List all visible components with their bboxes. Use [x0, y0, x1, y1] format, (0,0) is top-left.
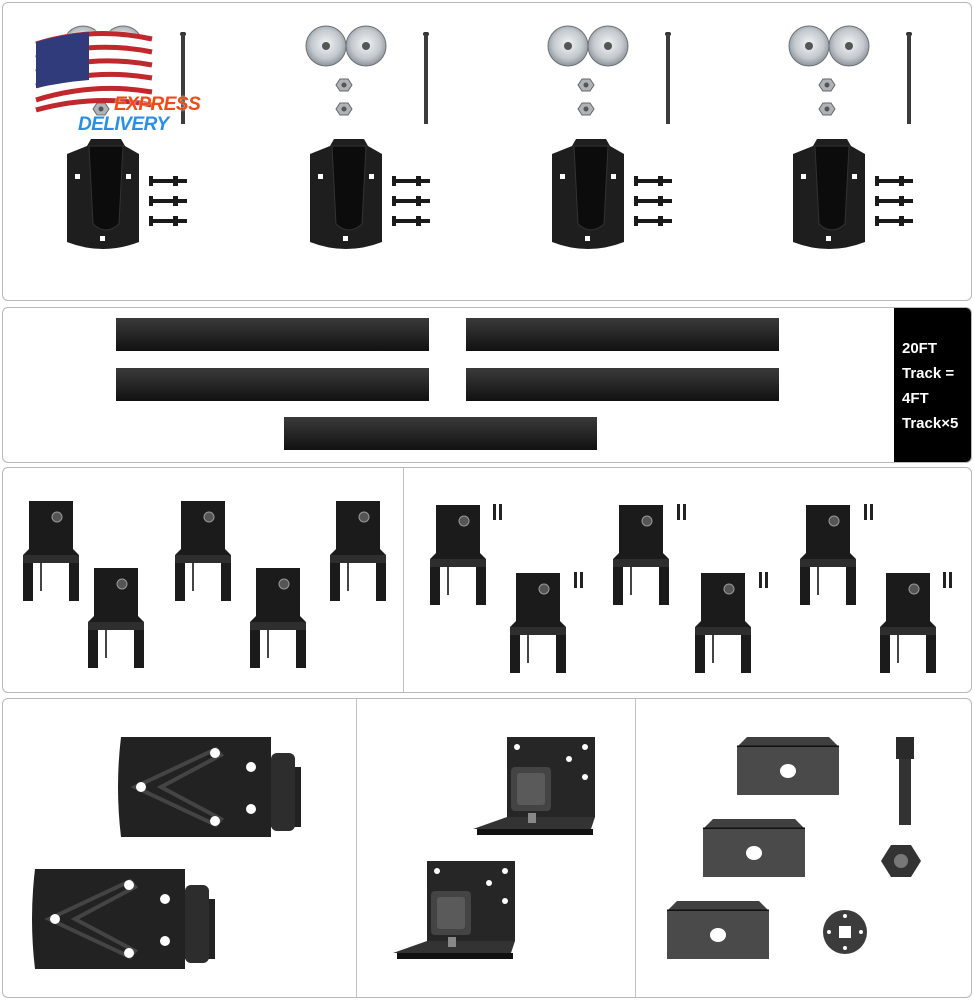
anti-jump-hinge — [30, 867, 217, 971]
screws-icon — [677, 504, 686, 520]
wall-bracket — [799, 504, 857, 606]
screws-icon — [759, 572, 768, 588]
track-section — [466, 368, 779, 401]
track-note-line: Track×5 — [902, 415, 959, 432]
express-delivery-badge: EXPRESS DELIVERY — [34, 22, 219, 137]
spacer-block — [665, 899, 771, 961]
track-section — [116, 368, 429, 401]
floor-guide — [473, 737, 595, 835]
washer — [823, 910, 867, 954]
track-section — [116, 318, 429, 351]
wall-bracket — [612, 504, 670, 606]
wall-bracket — [22, 500, 80, 602]
wall-bracket — [429, 504, 487, 606]
screws-icon — [574, 572, 583, 588]
wall-bracket — [879, 572, 937, 674]
wall-bracket — [329, 500, 387, 602]
hanger-set — [547, 25, 673, 250]
hanger-set — [305, 25, 431, 250]
floor-guide — [393, 861, 515, 959]
wall-bracket — [509, 572, 567, 674]
screws-icon — [493, 504, 502, 520]
spacer-block — [735, 735, 841, 797]
wall-bracket — [87, 567, 145, 669]
screws-icon — [864, 504, 873, 520]
spacer-block — [701, 817, 807, 879]
track-length-note: 20FT Track = 4FT Track×5 — [894, 308, 971, 462]
track-note-line: 4FT — [902, 390, 929, 407]
track-note-line: Track = — [902, 365, 955, 382]
track-section — [284, 417, 597, 450]
anti-jump-hinge — [116, 735, 303, 839]
badge-express-text: EXPRESS — [114, 94, 201, 115]
track-section — [466, 318, 779, 351]
wall-bracket — [694, 572, 752, 674]
hex-nut — [881, 845, 921, 877]
hex-bolt — [896, 737, 914, 825]
panel-wall-brackets — [2, 467, 972, 693]
panel-hanger-sets — [2, 2, 972, 301]
track-note-line: 20FT — [902, 340, 938, 357]
hanger-set — [788, 25, 914, 250]
screws-icon — [943, 572, 952, 588]
panel-tracks: 20FT Track = 4FT Track×5 — [2, 307, 972, 463]
us-flag-icon — [35, 30, 153, 113]
panel-accessories — [2, 698, 972, 998]
wall-bracket — [174, 500, 232, 602]
badge-delivery-text: DELIVERY — [78, 114, 169, 135]
wall-bracket — [249, 567, 307, 669]
